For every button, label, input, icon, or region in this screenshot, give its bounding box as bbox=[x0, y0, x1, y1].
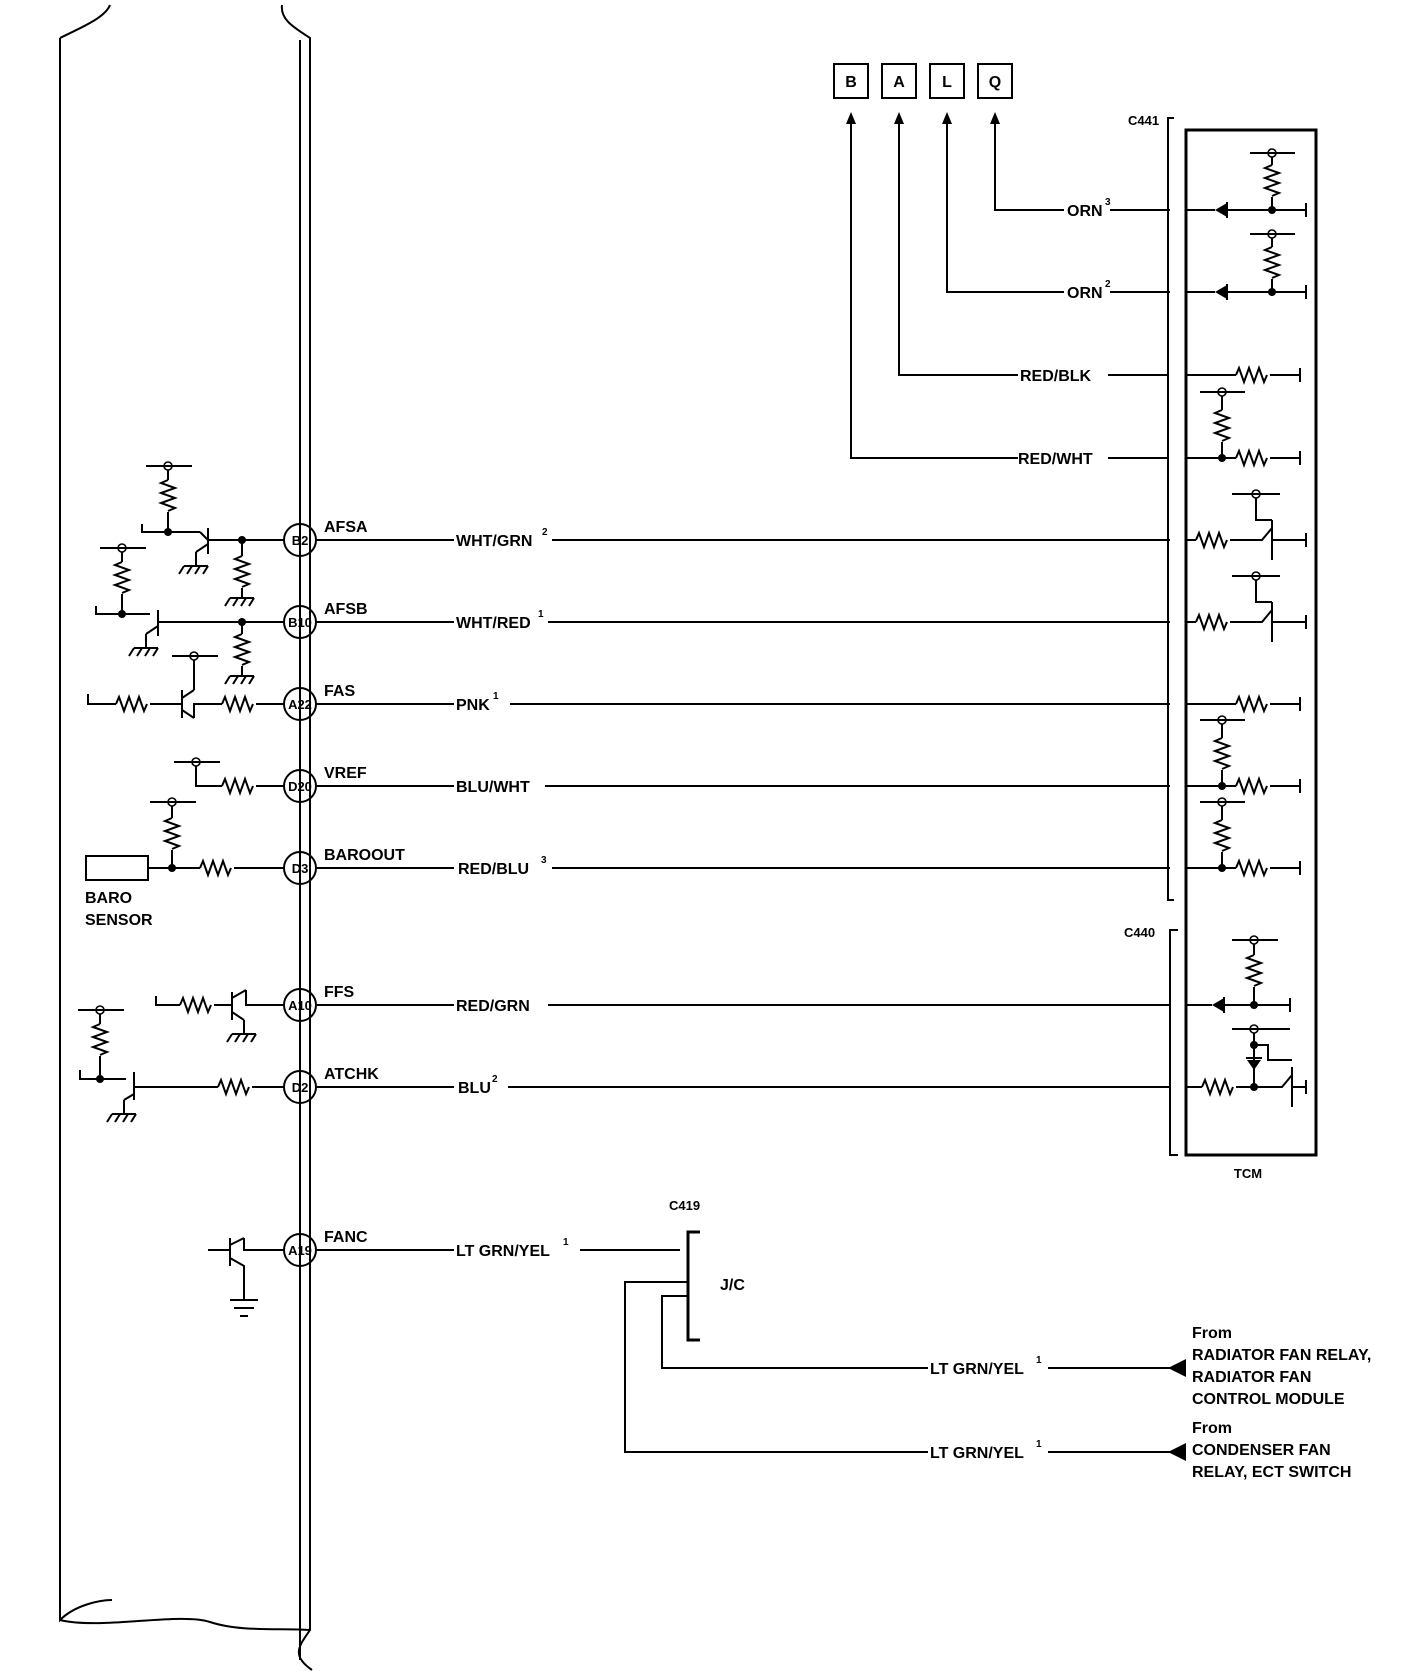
jc-label: J/C bbox=[720, 1277, 745, 1294]
pin-d2-wire-sup: 2 bbox=[492, 1074, 498, 1085]
pin-d2-id: D2 bbox=[292, 1080, 309, 1095]
ecm-pin-b10: B10 AFSB WHT/RED 1 bbox=[283, 601, 544, 639]
terminal-box-a: A bbox=[881, 63, 917, 99]
pin-a19-signal: FANC bbox=[324, 1229, 368, 1246]
baro-sensor-label-1: BARO bbox=[85, 890, 132, 907]
pin-a19-wire: LT GRN/YEL bbox=[456, 1243, 550, 1260]
tcm-label: TCM bbox=[1234, 1166, 1262, 1181]
connector-c419 bbox=[686, 1230, 700, 1342]
pin-d20-signal: VREF bbox=[324, 765, 367, 782]
fan-feed-1-wire: LT GRN/YEL bbox=[930, 1361, 1024, 1378]
terminal-box-l: L bbox=[929, 63, 965, 99]
pin-a22-id: A22 bbox=[288, 697, 312, 712]
pin-a22-wire: PNK bbox=[456, 697, 490, 714]
pin-a10-id: A10 bbox=[288, 998, 312, 1013]
terminal-box-b-label: B bbox=[845, 74, 857, 91]
pin-a19-id: A19 bbox=[288, 1243, 312, 1258]
ecm-pin-d2: D2 ATCHK BLU 2 bbox=[283, 1066, 498, 1104]
signal-wires bbox=[317, 539, 1170, 1251]
fan-feed-1-line-1: RADIATOR FAN RELAY, bbox=[1192, 1347, 1371, 1364]
terminal-box-q-label: Q bbox=[989, 74, 1001, 91]
wire-label-red-wht: RED/WHT bbox=[1018, 451, 1093, 468]
pin-b2-signal: AFSA bbox=[324, 519, 368, 536]
pin-d20-id: D20 bbox=[288, 779, 312, 794]
pin-a10-signal: FFS bbox=[324, 984, 355, 1001]
pin-b2-wire: WHT/GRN bbox=[456, 533, 532, 550]
fan-feed-1-line-3: CONTROL MODULE bbox=[1192, 1391, 1345, 1408]
ecm-outline-right bbox=[280, 4, 313, 1671]
pin-d3-wire: RED/BLU bbox=[458, 861, 529, 878]
ecm-pin-b2: B2 AFSA WHT/GRN 2 bbox=[283, 519, 548, 557]
pin-a19-wire-sup: 1 bbox=[563, 1237, 569, 1248]
fan-feed-1-from: From bbox=[1192, 1325, 1232, 1342]
pin-d2-signal: ATCHK bbox=[324, 1066, 379, 1083]
pin-b10-wire: WHT/RED bbox=[456, 615, 531, 632]
terminal-box-a-label: A bbox=[893, 74, 905, 91]
baro-sensor bbox=[85, 855, 149, 881]
terminal-box-q: Q bbox=[977, 63, 1013, 99]
pin-b10-wire-sup: 1 bbox=[538, 609, 544, 620]
pin-d20-wire: BLU/WHT bbox=[456, 779, 530, 796]
ecm-outline-left bbox=[59, 4, 113, 1623]
fan-feed-2-sup: 1 bbox=[1036, 1439, 1042, 1450]
fan-feed-2-wire: LT GRN/YEL bbox=[930, 1445, 1024, 1462]
pin-a22-signal: FAS bbox=[324, 683, 355, 700]
wire-label-orn-2: ORN bbox=[1067, 285, 1103, 302]
pin-a10-wire: RED/GRN bbox=[456, 998, 530, 1015]
pin-b2-wire-sup: 2 bbox=[542, 527, 548, 538]
baro-sensor-label-2: SENSOR bbox=[85, 912, 153, 929]
fan-feed-2-from: From bbox=[1192, 1420, 1232, 1437]
ecm-internal-circuits: BARO SENSOR bbox=[78, 461, 284, 1317]
pin-d3-signal: BAROOUT bbox=[324, 847, 405, 864]
pin-a22-wire-sup: 1 bbox=[493, 691, 499, 702]
wire-sup-orn-2: 2 bbox=[1105, 279, 1111, 290]
fan-feed-radiator: LT GRN/YEL 1 From RADIATOR FAN RELAY, RA… bbox=[930, 1325, 1371, 1408]
ecm-pin-a19: A19 FANC LT GRN/YEL 1 bbox=[283, 1229, 569, 1267]
pin-d3-wire-sup: 3 bbox=[541, 855, 547, 866]
wire-label-orn-3: ORN bbox=[1067, 203, 1103, 220]
pin-d2-wire: BLU bbox=[458, 1080, 491, 1097]
tcm-module bbox=[1184, 128, 1318, 1157]
wire-sup-orn-3: 3 bbox=[1105, 197, 1111, 208]
ecm-pin-d3: D3 BAROOUT RED/BLU 3 bbox=[283, 847, 547, 885]
tcm-internal-circuits bbox=[1186, 148, 1307, 1107]
ecm-pin-d20: D20 VREF BLU/WHT bbox=[283, 765, 530, 803]
ecm-pin-a22: A22 FAS PNK 1 bbox=[283, 683, 499, 721]
connector-c440-label: C440 bbox=[1124, 925, 1155, 940]
fan-feed-2-line-2: RELAY, ECT SWITCH bbox=[1192, 1464, 1351, 1481]
fan-feed-1-line-2: RADIATOR FAN bbox=[1192, 1369, 1311, 1386]
connector-c441-label: C441 bbox=[1128, 113, 1159, 128]
fan-feed-2-line-1: CONDENSER FAN bbox=[1192, 1442, 1331, 1459]
terminal-box-l-label: L bbox=[942, 74, 952, 91]
pin-b2-id: B2 bbox=[292, 533, 309, 548]
pin-d3-id: D3 bbox=[292, 861, 309, 876]
fan-feed-1-sup: 1 bbox=[1036, 1355, 1042, 1366]
fan-feed-condenser: LT GRN/YEL 1 From CONDENSER FAN RELAY, E… bbox=[930, 1420, 1351, 1481]
connector-c419-label: C419 bbox=[669, 1198, 700, 1213]
wire-label-red-blk: RED/BLK bbox=[1020, 368, 1092, 385]
terminal-box-b: B bbox=[833, 63, 869, 99]
pin-b10-signal: AFSB bbox=[324, 601, 368, 618]
ecm-pin-a10: A10 FFS RED/GRN bbox=[283, 984, 530, 1022]
pin-b10-id: B10 bbox=[288, 615, 312, 630]
